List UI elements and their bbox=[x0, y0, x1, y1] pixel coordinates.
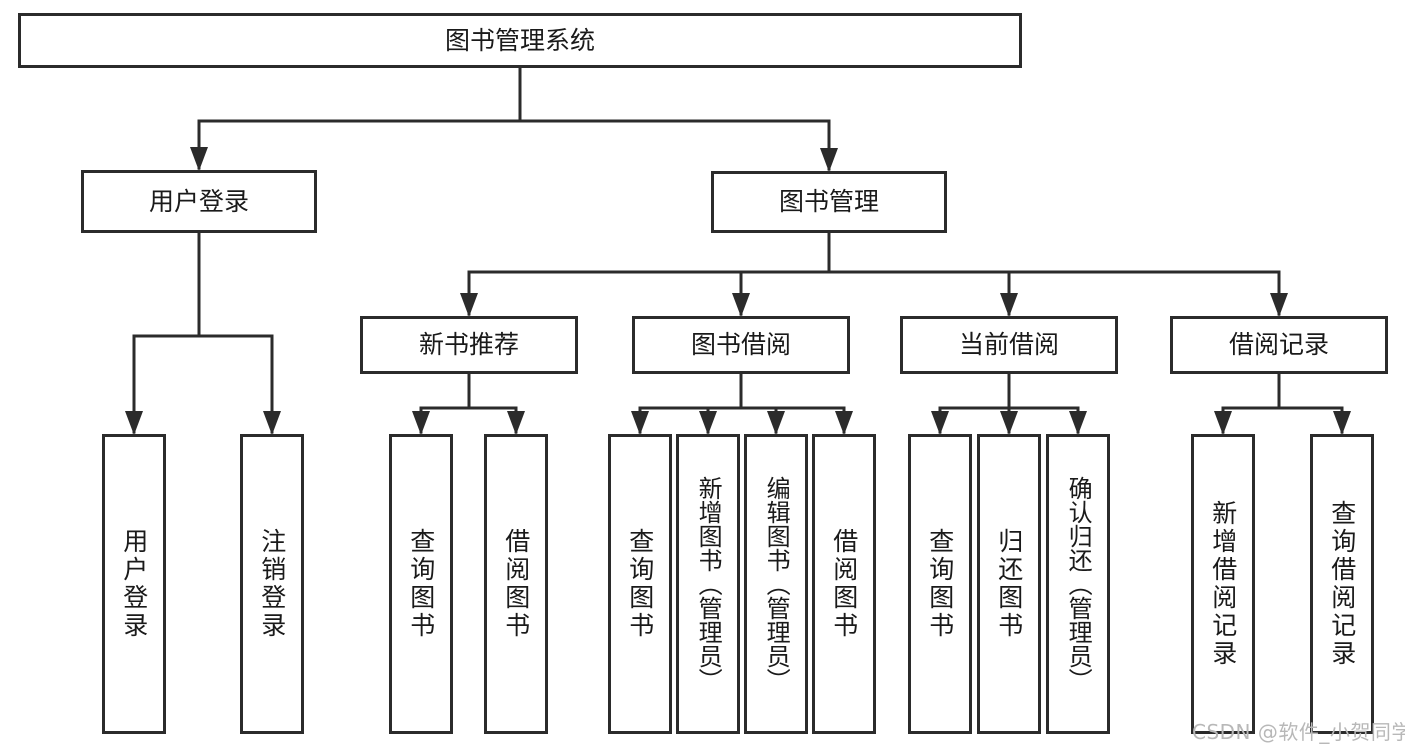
csdn-watermark: CSDN @软件_小贺同学 bbox=[1192, 720, 1405, 744]
node-label: 借阅图书 bbox=[501, 528, 531, 640]
arrowhead-l3_book_borrow bbox=[732, 293, 750, 317]
node-l3-current-borrow[interactable]: 当前借阅 bbox=[900, 316, 1118, 374]
arrowhead-leaf_br_query_book bbox=[631, 411, 649, 435]
node-label: 确认归还（管理员） bbox=[1064, 476, 1093, 692]
node-leaf-user-logout[interactable]: 注销登录 bbox=[240, 434, 304, 734]
node-leaf-br-borrow-book[interactable]: 借阅图书 bbox=[812, 434, 876, 734]
node-label: 查询借阅记录 bbox=[1327, 500, 1357, 668]
arrowhead-l2_user_login bbox=[190, 147, 208, 171]
arrowhead-leaf_cur_return_book bbox=[1000, 411, 1018, 435]
node-label: 新增图书（管理员） bbox=[694, 476, 723, 692]
node-label: 新增借阅记录 bbox=[1208, 500, 1238, 668]
arrowhead-l3_borrow_record bbox=[1270, 293, 1288, 317]
node-label: 图书借阅 bbox=[690, 330, 791, 360]
arrowhead-leaf_rec_query_record bbox=[1333, 411, 1351, 435]
node-leaf-user-login[interactable]: 用户登录 bbox=[102, 434, 166, 734]
node-leaf-cur-return-book[interactable]: 归还图书 bbox=[977, 434, 1041, 734]
node-label: 归还图书 bbox=[994, 528, 1024, 640]
node-label: 图书管理系统 bbox=[444, 25, 595, 55]
node-label: 借阅记录 bbox=[1228, 330, 1329, 360]
arrowhead-leaf_user_login bbox=[125, 411, 143, 435]
node-label: 新书推荐 bbox=[418, 330, 519, 360]
node-root[interactable]: 图书管理系统 bbox=[18, 13, 1022, 68]
node-leaf-br-add-book[interactable]: 新增图书（管理员） bbox=[676, 434, 740, 734]
node-leaf-br-edit-book[interactable]: 编辑图书（管理员） bbox=[744, 434, 808, 734]
node-label: 借阅图书 bbox=[829, 528, 859, 640]
arrowhead-leaf_cur_query_book bbox=[931, 411, 949, 435]
node-leaf-rec-borrow-book[interactable]: 借阅图书 bbox=[484, 434, 548, 734]
node-label: 编辑图书（管理员） bbox=[762, 476, 791, 692]
arrowhead-leaf_rec_borrow_book bbox=[507, 411, 525, 435]
node-leaf-rec-add-record[interactable]: 新增借阅记录 bbox=[1191, 434, 1255, 734]
arrowhead-leaf_rec_query_book bbox=[412, 411, 430, 435]
node-l2-book-manage[interactable]: 图书管理 bbox=[711, 171, 947, 233]
node-leaf-rec-query-book[interactable]: 查询图书 bbox=[389, 434, 453, 734]
arrowhead-leaf_cur_confirm_return bbox=[1069, 411, 1087, 435]
arrowhead-leaf_rec_add_record bbox=[1214, 411, 1232, 435]
node-label: 查询图书 bbox=[406, 528, 436, 640]
arrowhead-leaf_user_logout bbox=[263, 411, 281, 435]
node-leaf-cur-confirm-return[interactable]: 确认归还（管理员） bbox=[1046, 434, 1110, 734]
node-leaf-br-query-book[interactable]: 查询图书 bbox=[608, 434, 672, 734]
node-label: 图书管理 bbox=[778, 187, 879, 217]
arrowhead-leaf_br_edit_book bbox=[767, 411, 785, 435]
node-label: 查询图书 bbox=[925, 528, 955, 640]
node-l3-new-book-rec[interactable]: 新书推荐 bbox=[360, 316, 578, 374]
node-label: 查询图书 bbox=[625, 528, 655, 640]
node-label: 用户登录 bbox=[148, 186, 249, 216]
node-l2-user-login[interactable]: 用户登录 bbox=[81, 170, 317, 233]
node-l3-book-borrow[interactable]: 图书借阅 bbox=[632, 316, 850, 374]
node-leaf-rec-query-record[interactable]: 查询借阅记录 bbox=[1310, 434, 1374, 734]
arrowhead-leaf_br_add_book bbox=[699, 411, 717, 435]
arrowhead-l3_current_borrow bbox=[1000, 293, 1018, 317]
arrowhead-leaf_br_borrow_book bbox=[835, 411, 853, 435]
node-l3-borrow-record[interactable]: 借阅记录 bbox=[1170, 316, 1388, 374]
arrowhead-l2_book_manage bbox=[820, 148, 838, 172]
arrowhead-l3_new_book_rec bbox=[460, 293, 478, 317]
node-label: 当前借阅 bbox=[958, 330, 1059, 360]
node-leaf-cur-query-book[interactable]: 查询图书 bbox=[908, 434, 972, 734]
node-label: 注销登录 bbox=[257, 528, 287, 640]
node-label: 用户登录 bbox=[119, 528, 149, 640]
